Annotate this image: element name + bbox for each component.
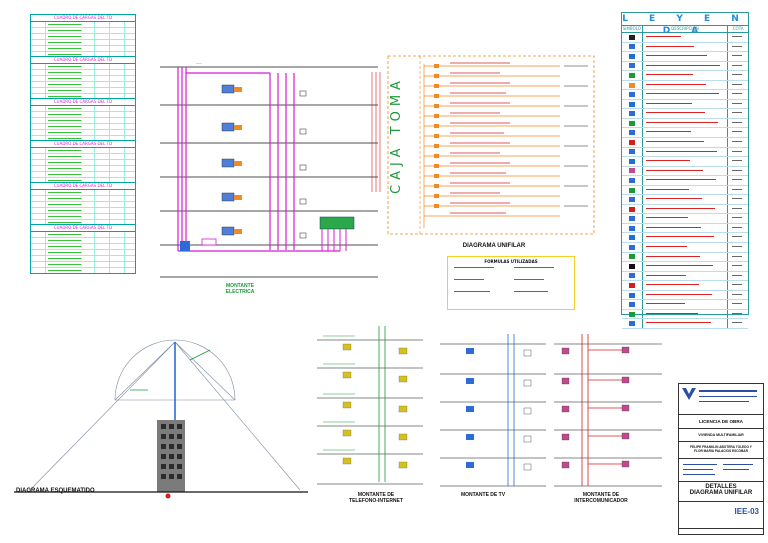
caja-toma-label: CAJA TOMA (389, 76, 404, 194)
load-table: CUADRO DE CARGAS DEL TD (30, 224, 136, 274)
unifilar-diagram (371, 55, 595, 235)
legend-row (622, 157, 748, 167)
legend-row (622, 309, 748, 320)
load-table: CUADRO DE CARGAS DEL TD (30, 140, 136, 184)
legend-col-desc: DESCRIPCION (643, 26, 729, 32)
legend-row (622, 99, 748, 110)
legend-row (622, 252, 748, 263)
load-table: CUADRO DE CARGAS DEL TD (30, 56, 136, 100)
legend-row (622, 281, 748, 291)
license-label: LICENCIA DE OBRA (679, 415, 763, 429)
load-table-title: CUADRO DE CARGAS DEL TD (31, 57, 135, 64)
legend-title: L E Y E N D A (622, 14, 748, 36)
phone-internet-caption: MONTANTE DE TELEFONO-INTERNET (349, 492, 403, 504)
load-table: CUADRO DE CARGAS DEL TD (30, 182, 136, 226)
electric-riser-caption: MONTANTE ELECTRICA (225, 283, 255, 295)
unifilar-caption: DIAGRAMA UNIFILAR (462, 243, 526, 249)
load-table: CUADRO DE CARGAS DEL TD (30, 98, 136, 142)
schematic-diagram (14, 339, 308, 499)
firm-logo (682, 388, 696, 400)
legend-col-code: COTA (732, 26, 744, 31)
owner-label: FELIPE FRANKLIN ABOTERA TOLEDO Y FLOR MA… (679, 442, 763, 459)
legend-row (622, 204, 748, 215)
tv-caption: MONTANTE DE TV (460, 492, 506, 498)
legend-row (622, 176, 748, 186)
phone-internet-riser (317, 326, 423, 485)
legend-row (622, 300, 748, 310)
load-table-title: CUADRO DE CARGAS DEL TD (31, 99, 135, 106)
legend-row (622, 233, 748, 244)
intercom-riser (554, 334, 662, 487)
sheet-title: DETALLES DIAGRAMA UNIFILAR (679, 482, 763, 502)
load-table-title: CUADRO DE CARGAS DEL TD (31, 15, 135, 22)
legend-panel: L E Y E N D A SIMBOLO DESCRIPCION COTA (621, 12, 749, 329)
legend-row (622, 147, 748, 158)
intercom-caption: MONTANTE DE INTERCOMUNICADOR (574, 492, 628, 504)
load-table-title: CUADRO DE CARGAS DEL TD (31, 183, 135, 190)
legend-col-symbol: SIMBOLO (622, 26, 643, 32)
legend-row (622, 128, 748, 139)
legend-row (622, 290, 748, 301)
legend-row (622, 61, 748, 72)
title-block-logo (679, 384, 763, 415)
formulas-box: FORMULAS UTILIZADAS (447, 256, 575, 310)
legend-row (622, 223, 748, 234)
legend-row (622, 243, 748, 253)
project-label: VIVIENDA MULTIFAMILIAR (679, 429, 763, 442)
legend-rows (622, 33, 748, 329)
electric-riser-diagram: ─── (160, 62, 378, 278)
legend-row (622, 195, 748, 205)
legend-row (622, 80, 748, 91)
legend-row (622, 185, 748, 196)
schematic-caption: DIAGRAMA ESQUEMATIDO (16, 488, 95, 494)
legend-row (622, 33, 748, 43)
title-block-info (679, 459, 763, 482)
legend-row (622, 271, 748, 282)
legend-row (622, 71, 748, 81)
legend-row (622, 52, 748, 62)
legend-row (622, 42, 748, 53)
tv-riser (440, 334, 546, 487)
load-table-title: CUADRO DE CARGAS DEL TD (31, 141, 135, 148)
legend-row (622, 214, 748, 224)
load-table: CUADRO DE CARGAS DEL TD (30, 14, 136, 58)
legend-row (622, 90, 748, 100)
legend-row (622, 166, 748, 177)
legend-row (622, 109, 748, 119)
load-table-title: CUADRO DE CARGAS DEL TD (31, 225, 135, 232)
legend-row (622, 118, 748, 129)
svg-text:───: ─── (195, 62, 202, 66)
sheet-code: IEE-03 (734, 507, 759, 516)
legend-row (622, 262, 748, 272)
title-block: LICENCIA DE OBRA VIVIENDA MULTIFAMILIAR … (678, 383, 764, 535)
formulas-title: FORMULAS UTILIZADAS (484, 259, 538, 264)
legend-row (622, 319, 748, 329)
legend-row (622, 138, 748, 148)
